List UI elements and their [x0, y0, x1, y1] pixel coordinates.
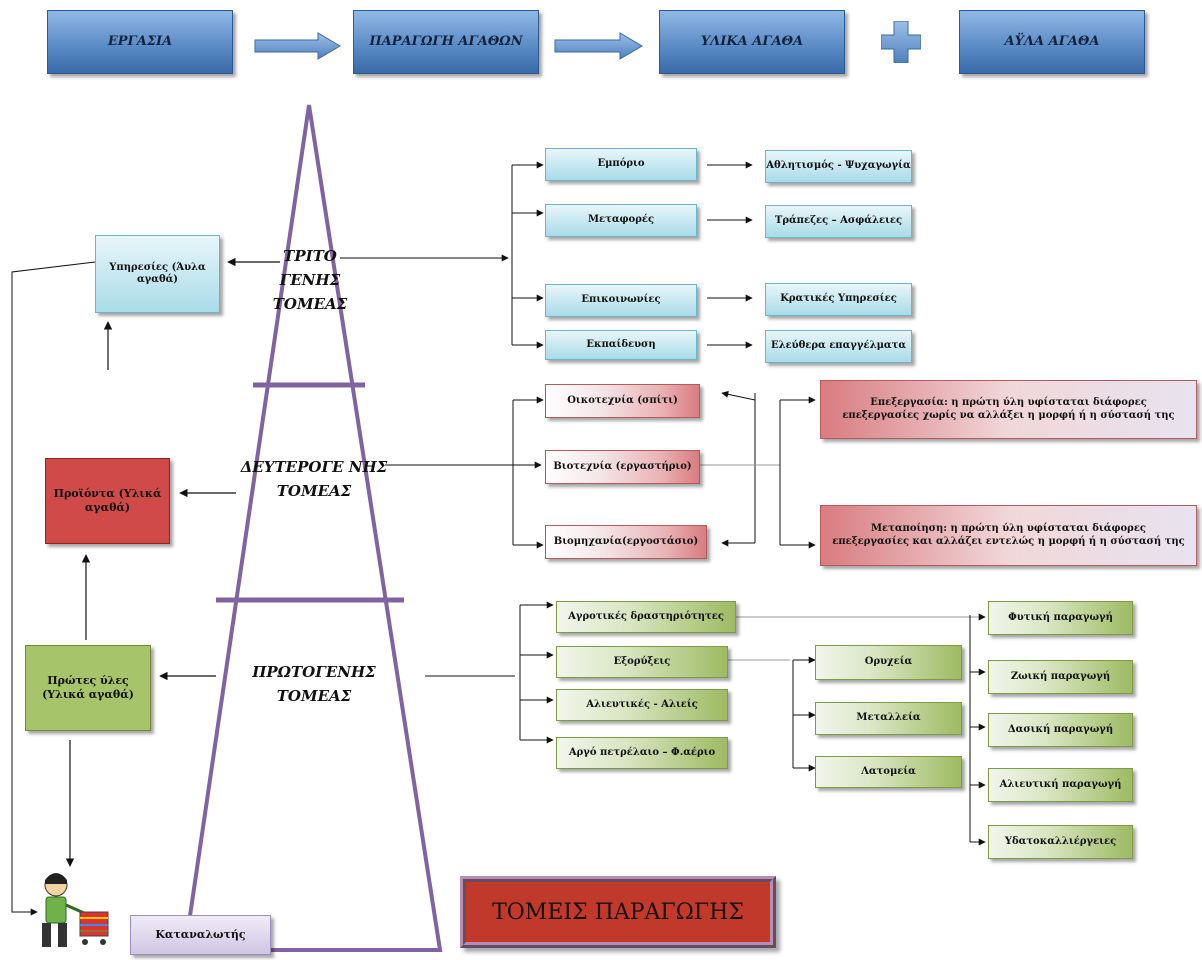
tertiary-example-label: Κρατικές Υπηρεσίες [780, 293, 897, 305]
services-label: Υπηρεσίες (Άυλα αγαθά) [109, 261, 206, 286]
flow-arrow-2 [554, 32, 643, 60]
raw-materials-box: Πρώτες ύλες (Υλικά αγαθά) [25, 645, 151, 731]
primary-item-label: Αγροτικές δραστηριότητες [568, 610, 724, 622]
primary-item-extraction: Εξορύξεις [556, 646, 728, 678]
tertiary-sector-label: ΤΡΙΤΟ ΓΕΝΗΣ ΤΟΜΕΑΣ [272, 247, 348, 313]
primary-item-fishing: Αλιευτικές - Αλιείς [556, 689, 728, 721]
tertiary-item-label: Εμπόριο [597, 158, 645, 170]
extraction-item-label: Μεταλλεία [856, 712, 921, 724]
secondary-item-label: Βιοτεχνία (εργαστήριο) [553, 460, 692, 472]
extraction-item-mines: Ορυχεία [815, 645, 962, 680]
tertiary-example-label: Αθλητισμός - Ψυχαγωγία [766, 160, 911, 172]
tertiary-example-banks: Τράπεζες – Ασφάλειες [765, 205, 912, 238]
immaterial-goods-box: ΑΫΛΑ ΑΓΑΘΑ [959, 10, 1145, 74]
secondary-item-industry: Βιομηχανία(εργοστάσιο) [545, 525, 707, 559]
tertiary-item-trade: Εμπόριο [545, 148, 697, 181]
primary-item-label: Αλιευτικές - Αλιείς [586, 698, 698, 710]
processing-definition: Επεξεργασία: η πρώτη ύλη υφίσταται διάφο… [820, 380, 1197, 439]
primary-item-oil-gas: Αργό πετρέλαιο – Φ.αέριο [556, 737, 728, 769]
tertiary-item-label: Επικοινωνίες [581, 294, 661, 306]
secondary-item-cottage: Οικοτεχνία (σπίτι) [545, 384, 700, 418]
plus-icon [881, 21, 921, 63]
labour-box: ΕΡΓΑΣΙΑ [47, 10, 233, 74]
extraction-item-quarries: Λατομεία [815, 756, 962, 788]
agri-item-label: Υδατοκαλλιέργειες [1004, 835, 1117, 847]
primary-item-label: Εξορύξεις [613, 655, 671, 667]
production-box: ΠΑΡΑΓΩΓΗ ΑΓΑΘΩΝ [353, 10, 539, 74]
agri-item-label: Αλιευτική παραγωγή [999, 778, 1122, 790]
agri-item-label: Δασική παραγωγή [1007, 723, 1114, 735]
processing-definition-text: Επεξεργασία: η πρώτη ύλη υφίσταται διάφο… [842, 397, 1175, 421]
tertiary-item-label: Μεταφορές [587, 214, 655, 226]
agri-item-aquaculture: Υδατοκαλλιέργειες [988, 825, 1133, 859]
products-label: Προϊόντα (Υλικά αγαθά) [53, 487, 162, 514]
diagram-title: ΤΟΜΕΙΣ ΠΑΡΑΓΩΓΗΣ [460, 876, 776, 948]
sector-pyramid [182, 104, 443, 952]
diagram-title-text: ΤΟΜΕΙΣ ΠΑΡΑΓΩΓΗΣ [492, 899, 744, 925]
products-box: Προϊόντα (Υλικά αγαθά) [45, 458, 170, 544]
tertiary-example-professionals: Ελεύθερα επαγγέλματα [765, 330, 912, 363]
material-goods-box: ΥΛΙΚΑ ΑΓΑΘΑ [659, 10, 845, 74]
extraction-item-label: Λατομεία [861, 765, 916, 777]
material-goods-label: ΥΛΙΚΑ ΑΓΑΘΑ [700, 33, 804, 49]
services-box: Υπηρεσίες (Άυλα αγαθά) [95, 235, 220, 313]
consumer-icon [42, 873, 109, 947]
agri-item-fishery: Αλιευτική παραγωγή [988, 768, 1133, 802]
tertiary-example-label: Τράπεζες – Ασφάλειες [774, 215, 903, 227]
tertiary-item-education: Εκπαίδευση [545, 330, 697, 360]
secondary-sector-label: ΔΕΥΤΕΡΟΓΕ ΝΗΣ ΤΟΜΕΑΣ [240, 458, 388, 500]
tertiary-example-sports: Αθλητισμός - Ψυχαγωγία [765, 150, 912, 183]
agri-item-label: Ζωική παραγωγή [1010, 670, 1111, 682]
flow-arrow-1 [254, 32, 341, 60]
production-label: ΠΑΡΑΓΩΓΗ ΑΓΑΘΩΝ [369, 33, 523, 49]
primary-item-label: Αργό πετρέλαιο – Φ.αέριο [568, 746, 716, 758]
tertiary-example-public-services: Κρατικές Υπηρεσίες [765, 283, 912, 316]
tertiary-example-label: Ελεύθερα επαγγέλματα [770, 340, 907, 352]
extraction-item-label: Ορυχεία [864, 656, 913, 668]
consumer-label: Καταναλωτής [155, 928, 246, 942]
tertiary-item-label: Εκπαίδευση [586, 338, 656, 350]
labour-label: ΕΡΓΑΣΙΑ [107, 33, 173, 49]
agri-item-plant: Φυτική παραγωγή [988, 601, 1133, 635]
agri-item-livestock: Ζωική παραγωγή [988, 660, 1133, 694]
agri-item-label: Φυτική παραγωγή [1008, 611, 1113, 623]
primary-sector-label: ΠΡΩΤΟΓΕΝΗΣ ΤΟΜΕΑΣ [252, 663, 376, 705]
manufacturing-definition-text: Μεταποίηση: η πρώτη ύλη υφίσταται διάφορ… [832, 523, 1185, 547]
secondary-item-label: Βιομηχανία(εργοστάσιο) [553, 535, 699, 547]
tertiary-item-communications: Επικοινωνίες [545, 284, 697, 317]
secondary-item-craft: Βιοτεχνία (εργαστήριο) [545, 450, 700, 484]
agri-item-forestry: Δασική παραγωγή [988, 713, 1133, 747]
immaterial-goods-label: ΑΫΛΑ ΑΓΑΘΑ [1004, 33, 1100, 49]
consumer-box: Καταναλωτής [130, 915, 271, 955]
primary-item-agriculture: Αγροτικές δραστηριότητες [556, 601, 736, 633]
raw-materials-label: Πρώτες ύλες (Υλικά αγαθά) [42, 674, 134, 701]
manufacturing-definition: Μεταποίηση: η πρώτη ύλη υφίσταται διάφορ… [820, 505, 1197, 566]
tertiary-item-transport: Μεταφορές [545, 204, 697, 237]
extraction-item-metal-mines: Μεταλλεία [815, 702, 962, 735]
secondary-item-label: Οικοτεχνία (σπίτι) [567, 394, 678, 406]
